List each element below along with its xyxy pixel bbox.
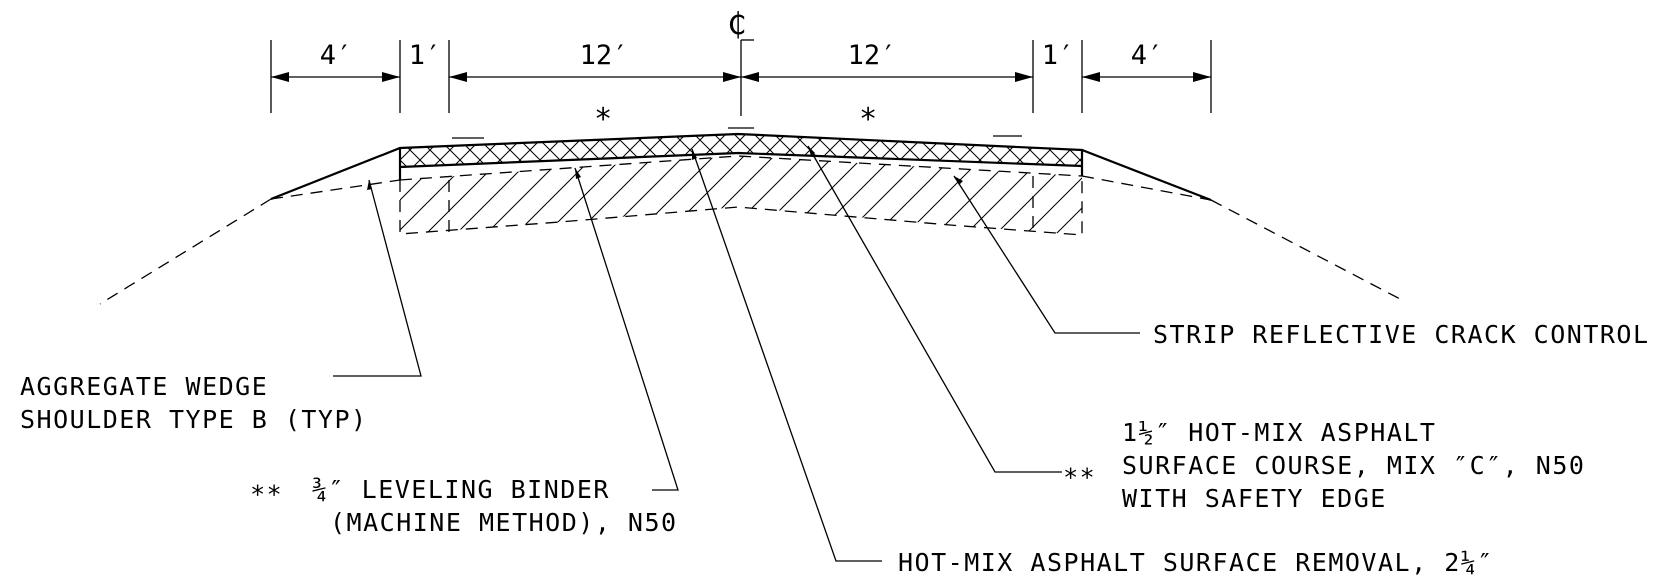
callout-labels: STRIP REFLECTIVE CRACK CONTROL AGGREGATE… (20, 320, 1650, 577)
milled-surface-line (399, 155, 1083, 181)
dim-lane-right: 12′ (848, 40, 897, 71)
label-wedge-line2: SHOULDER TYPE B (TYP) (20, 405, 368, 434)
grade-marks (452, 127, 1022, 139)
shoulder-subgrade-right (1081, 175, 1212, 201)
label-surface-line1: 1½″ HOT-MIX ASPHALT (1122, 418, 1436, 447)
dim-edge-left: 1′ (409, 40, 442, 71)
centerline-symbol: ₵ (728, 7, 746, 42)
side-slope-left (99, 198, 272, 305)
label-binder-line1: ¾″ LEVELING BINDER (312, 475, 610, 504)
dim-shoulder-right: 4′ (1131, 40, 1164, 71)
dim-edge-right: 1′ (1042, 40, 1075, 71)
pavement-section (99, 132, 1403, 305)
dim-lane-left: 12′ (580, 40, 629, 71)
label-crack-control: STRIP REFLECTIVE CRACK CONTROL (1153, 320, 1650, 349)
leader-lines (333, 145, 1140, 562)
label-surface-mark: ∗∗ (1063, 458, 1096, 487)
label-surface-line2: SURFACE COURSE, MIX ″C″, N50 (1122, 451, 1585, 480)
label-binder-line2: (MACHINE METHOD), N50 (330, 508, 678, 537)
dimension-lines (271, 72, 1211, 82)
dim-shoulder-left: 4′ (320, 40, 353, 71)
lane-mark-right: ∗ (859, 96, 877, 131)
binder-top-line (399, 151, 1083, 169)
side-slope-right (1210, 199, 1403, 301)
finished-surface-line (270, 132, 1212, 202)
shoulder-subgrade-left (270, 179, 401, 200)
label-surface-line3: WITH SAFETY EDGE (1122, 484, 1387, 513)
label-removal: HOT-MIX ASPHALT SURFACE REMOVAL, 2¼″ (898, 548, 1494, 577)
dimension-labels: 4′ 1′ 12′ 12′ 1′ 4′ (320, 40, 1164, 71)
label-binder-mark: ∗∗ (250, 475, 283, 504)
label-wedge-line1: AGGREGATE WEDGE (20, 372, 268, 401)
lane-mark-left: ∗ (594, 96, 612, 131)
centerline-marker: ₵ (728, 7, 754, 116)
